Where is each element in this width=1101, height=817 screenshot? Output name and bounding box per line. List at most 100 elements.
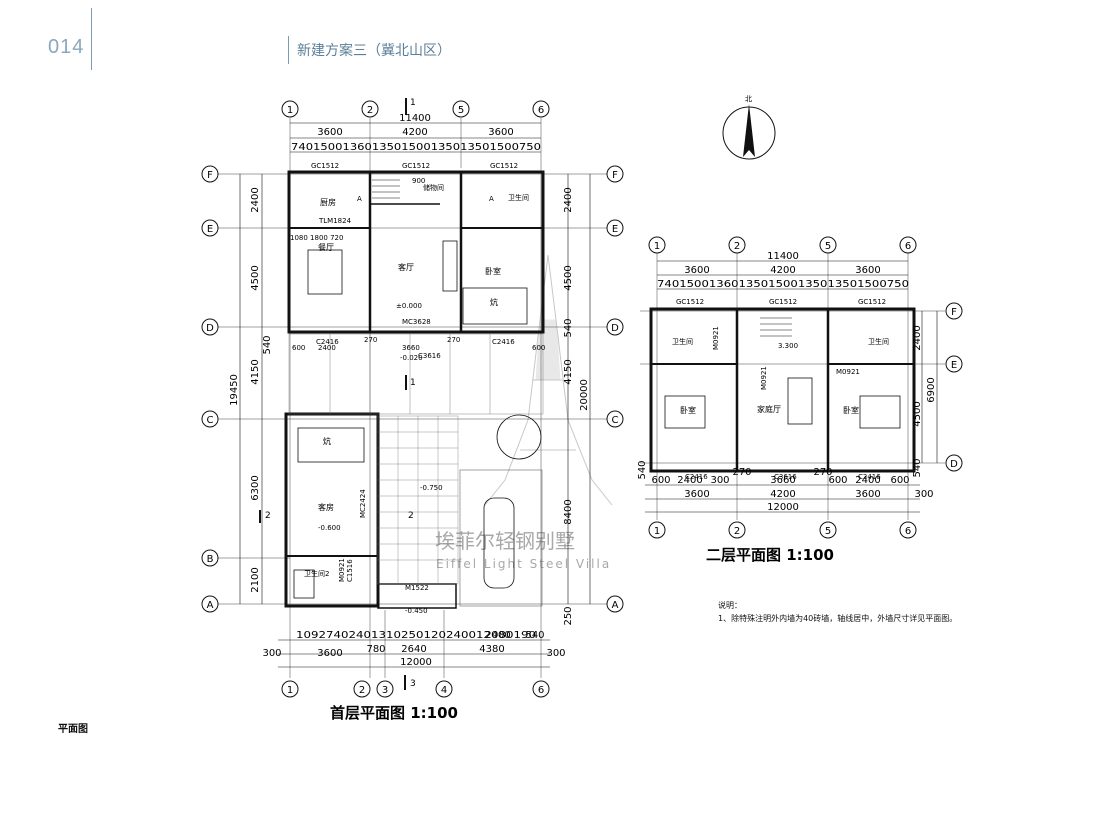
- sf-dim-top-sub: 7401500136013501500135013501500750: [657, 279, 909, 290]
- gf-dim-top-3: 3600: [488, 127, 513, 138]
- sf-dim-bsub-3: 300: [710, 475, 729, 486]
- gf-grid-right-D: D: [611, 323, 619, 334]
- sf-dim-left: 540: [637, 460, 648, 479]
- gf-dim-bottom-6: 300: [546, 648, 565, 659]
- sf-door-1: M0921: [712, 326, 720, 350]
- gf-grid-bottom-3: 3: [382, 685, 388, 696]
- sf-grid-top-5: 5: [825, 241, 831, 252]
- sf-dim-overall-right: 6900: [926, 377, 937, 402]
- sf-bed-right-icon: [859, 395, 901, 429]
- notes: 说明： 1、除特殊注明外内墙为40砖墙，轴线居中，外墙尺寸详见平面图。: [718, 599, 957, 625]
- gf-dim-top-2: 4200: [402, 127, 427, 138]
- gf-room-guest: 客房: [318, 502, 334, 512]
- gf-dim-right-6: 250: [563, 606, 574, 625]
- gf-window-1: GC1512: [311, 162, 339, 170]
- gf-room-living: 客厅: [398, 262, 414, 272]
- gf-grid-right-A: A: [612, 600, 619, 611]
- gf-grid-bottom-4: 4: [441, 685, 447, 696]
- eiffel-tower-body: [535, 319, 561, 381]
- gf-dim-right-2: 4500: [563, 265, 574, 290]
- gf-grid-labels: 1 2 5 6 1 2 3 4 6 F E D C B A F E D C A: [206, 105, 619, 696]
- gf-room-dining: 餐厅: [318, 243, 334, 252]
- gf-room-kitchen: 厨房: [320, 197, 336, 207]
- gf-dim-left-5: 6300: [250, 475, 261, 500]
- gf-room-kang2: 炕: [323, 436, 331, 446]
- gf-grid-left-E: E: [207, 224, 213, 235]
- gf-misc-900: 900: [412, 177, 425, 185]
- gf-misc-600a: 600: [292, 344, 305, 352]
- gf-grid-bottom-2: 2: [359, 685, 365, 696]
- gf-room-bedroom: 卧室: [485, 266, 501, 276]
- gf-grid-bottom-6: 6: [538, 685, 544, 696]
- sf-dim-top-2: 4200: [770, 265, 795, 276]
- sf-grid-top-1: 1: [654, 241, 660, 252]
- gf-dim-bottom-2: 3600: [317, 648, 342, 659]
- gf-elev-4: -0.600: [318, 524, 341, 532]
- gf-grid-left-B: B: [207, 554, 214, 565]
- gf-dim-overall-top: 11400: [399, 113, 431, 124]
- sf-grid-right-E: E: [951, 360, 957, 371]
- gf-dim-left-1: 2400: [250, 187, 261, 212]
- watermark-cn: 埃菲尔轻钢别墅: [435, 529, 575, 553]
- sf-dim-right-2: 4500: [912, 401, 923, 426]
- section-label: 平面图: [58, 724, 88, 735]
- sf-window-3: GC1512: [858, 298, 886, 306]
- gf-grid-left-C: C: [207, 415, 214, 426]
- sf-grid-bottom-2: 2: [734, 526, 740, 537]
- gf-misc-3660: 3660: [402, 344, 420, 352]
- gf-dim-right-3: 540: [563, 318, 574, 337]
- gf-dim-bottom-3: 780: [366, 644, 385, 655]
- gf-elev-2: -0.020: [400, 354, 423, 362]
- gf-dim-overall-bottom: 12000: [400, 657, 432, 668]
- sf-stairs: [760, 317, 792, 337]
- sf-dim-bsub-8: 2400: [855, 475, 880, 486]
- sofa-icon: [442, 240, 458, 292]
- sf-dim-bsub-6: 270: [813, 467, 832, 478]
- ground-floor-plan: [218, 98, 610, 690]
- gf-door-3: MC2424: [359, 489, 367, 518]
- kang-bed-icon: [462, 287, 528, 325]
- sf-dim-top-1: 3600: [684, 265, 709, 276]
- sf-room-family-hall: 家庭厅: [757, 404, 781, 414]
- gf-door-4: M0921: [338, 558, 346, 582]
- sf-plan-title: 二层平面图 1:100: [706, 546, 834, 564]
- gf-room-bath2: 卫生间2: [304, 569, 329, 578]
- gf-window-4: C2416: [316, 338, 339, 346]
- page-number: 014: [48, 36, 85, 58]
- sf-room-bedroom-right: 卧室: [843, 405, 859, 415]
- sf-dim-bsub-2: 2400: [677, 475, 702, 486]
- header-divider: [91, 8, 92, 70]
- north-arrow-icon: [743, 104, 755, 157]
- gf-elev-3: -0.750: [420, 484, 443, 492]
- gf-kitchen-dims: 1080 1800 720: [290, 234, 343, 242]
- sf-window-1: GC1512: [676, 298, 704, 306]
- sf-dimension-text: 11400 3600 4200 3600 7401500136013501500…: [637, 251, 937, 513]
- sf-dimension-lines: [645, 260, 938, 513]
- sf-window-6: C2416: [858, 473, 881, 481]
- gf-grid-left-D: D: [206, 323, 214, 334]
- gf-grid-top-2: 2: [367, 105, 373, 116]
- sf-dim-bsub-5: 3660: [770, 475, 795, 486]
- gf-dim-bottom-1: 300: [262, 648, 281, 659]
- gf-dim-left-3: 540: [262, 335, 273, 354]
- gf-grid-left-F: F: [207, 170, 213, 181]
- gf-dim-bottom-5: 4380: [479, 644, 504, 655]
- gf-dim-top-1: 3600: [317, 127, 342, 138]
- gf-elev-1: ±0.000: [396, 302, 422, 310]
- gf-grid-right-C: C: [612, 415, 619, 426]
- second-floor-plan: [640, 253, 945, 520]
- gf-room-bath: 卫生间: [508, 193, 529, 202]
- gf-dimension-lines: [239, 122, 591, 668]
- gf-misc-270b: 270: [447, 336, 460, 344]
- sf-grid-top-6: 6: [905, 241, 911, 252]
- gf-annotations: GC1512 GC1512 GC1512 C2416 MC3628 C2416 …: [290, 162, 545, 615]
- gf-parking: [459, 469, 543, 607]
- gf-section-a-2: A: [489, 195, 494, 203]
- gf-dim-bottom-sub-r1: 2400: [485, 630, 510, 641]
- gf-upper-wall: [287, 170, 545, 334]
- sf-grid-bubbles: [648, 236, 963, 539]
- sf-grid-bottom-5: 5: [825, 526, 831, 537]
- gf-grid-top-6: 6: [538, 105, 544, 116]
- sf-dim-right-1: 2400: [912, 325, 923, 350]
